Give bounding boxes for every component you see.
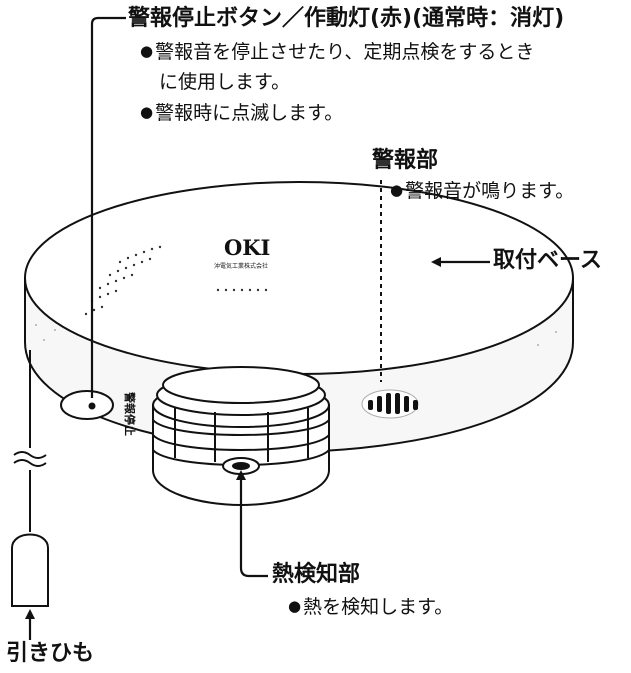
stop-button-note-1: 警報音を停止させたり、定期点検をするとき (140, 43, 534, 62)
stop-button[interactable] (60, 390, 114, 420)
brand-logo: OKI (224, 235, 270, 260)
heat-sensor-note: 熱を検知します。 (288, 598, 453, 617)
heat-sensor-unit (152, 366, 330, 507)
stop-button-marking: 警報停止 (123, 391, 137, 436)
alarm-speaker-grille (361, 389, 419, 419)
stop-button-note-3: 警報時に点滅します。 (140, 104, 343, 123)
pull-cord-title: 引きひも (6, 641, 95, 666)
detector-top-face (24, 181, 574, 375)
alarm-note: 警報音が鳴ります。 (390, 182, 574, 201)
brand-subtitle: 沖電気工業株式会社 (214, 262, 268, 270)
base-title: 取付ベース (493, 248, 602, 273)
alarm-title: 警報部 (372, 148, 439, 173)
cord-break-mark (13, 451, 47, 467)
vent-dots-left (84, 245, 162, 316)
stop-button-title: 警報停止ボタン／作動灯(赤)(通常時：消灯) (128, 6, 565, 31)
heat-sensor-title: 熱検知部 (272, 562, 361, 587)
arrowheads (25, 257, 441, 619)
stop-leader-dot (88, 402, 96, 410)
vent-dots-right (216, 288, 268, 292)
stop-button-note-2: に使用します。 (159, 71, 291, 93)
leader-lines (28, 16, 490, 640)
pull-cord-handle[interactable] (11, 533, 49, 607)
